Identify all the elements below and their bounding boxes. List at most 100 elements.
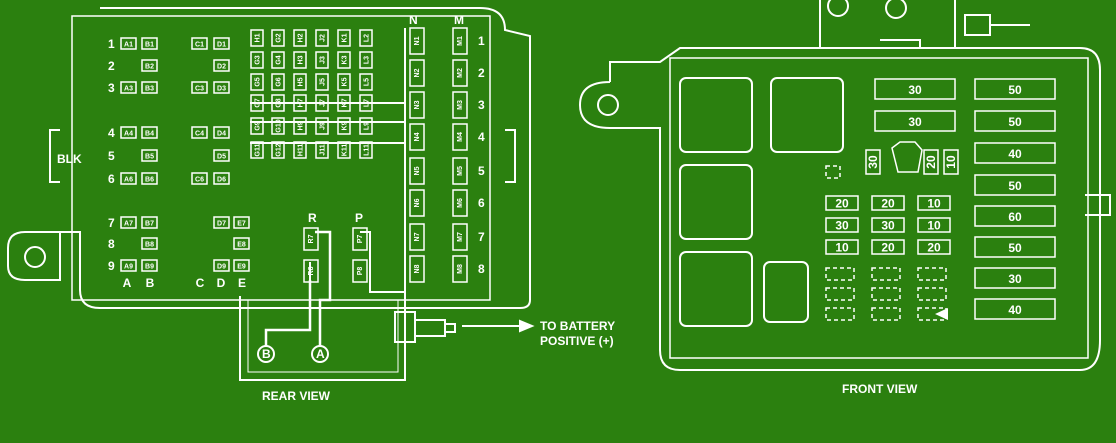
relay-block-3 xyxy=(679,164,753,240)
grid-fuse-g7 xyxy=(250,94,264,112)
m-fuse-m5 xyxy=(452,157,468,185)
mini-fuse-r0c0 xyxy=(825,195,859,211)
maxi-fuse-value: 50 xyxy=(1008,83,1022,97)
mini-fuse-r2c1 xyxy=(871,239,905,255)
grid-fuse-label: K1 xyxy=(342,33,349,42)
m-fuse-label: M5 xyxy=(457,166,464,176)
fuse-cell-label: D5 xyxy=(217,154,226,161)
fuse-cell-c1 xyxy=(191,37,208,50)
fuse-cell-b6 xyxy=(141,172,158,185)
grid-fuse-g9 xyxy=(250,117,264,135)
fuse-cell-label: D7 xyxy=(217,221,226,228)
mini-fuse-r0c1 xyxy=(871,195,905,211)
fuse-cell-label: D9 xyxy=(217,264,226,271)
grid-fuse-h2 xyxy=(293,29,307,47)
mini-fuse-r2c0 xyxy=(825,239,859,255)
grid-fuse-label: H3 xyxy=(298,55,305,64)
front-stud-1 xyxy=(827,0,849,17)
grid-fuse-label: J3 xyxy=(320,56,327,64)
empty-slot-r0c2 xyxy=(917,267,947,281)
grid-fuse-label: G2 xyxy=(276,33,283,42)
fuse-cell-d9 xyxy=(213,259,230,272)
grid-fuse-label: G10 xyxy=(276,119,283,132)
maxi-fuse-6 xyxy=(974,236,1056,258)
m-fuse-label: M1 xyxy=(457,36,464,46)
maxi-fuse-value: 30 xyxy=(1008,272,1022,286)
grid-fuse-l9 xyxy=(359,117,373,135)
maxi-fuse-8 xyxy=(974,298,1056,320)
mini-fuse-value: 30 xyxy=(835,219,849,233)
fuse-cell-label: B2 xyxy=(145,64,154,71)
maxi-fuse-value: 60 xyxy=(1008,210,1022,224)
grid-fuse-label: L3 xyxy=(364,56,371,64)
fuse-cell-label: E9 xyxy=(237,264,246,271)
top-fuse-2 xyxy=(874,110,956,132)
battery-label-line1: TO BATTERY xyxy=(540,319,615,333)
row-number: 4 xyxy=(108,126,115,140)
n-fuse-n5 xyxy=(409,157,425,185)
fuse-cell-label: A6 xyxy=(124,177,133,184)
fuse-cell-label: D4 xyxy=(217,131,226,138)
grid-fuse-k3 xyxy=(337,51,351,69)
grid-fuse-label: L11 xyxy=(364,144,371,156)
grid-fuse-label: J7 xyxy=(320,99,327,107)
fuse-cell-label: B8 xyxy=(145,242,154,249)
right-row-number: 3 xyxy=(478,98,485,112)
n-fuse-label: N5 xyxy=(414,166,421,175)
m-fuse-label: M2 xyxy=(457,68,464,78)
fuse-cell-label: C1 xyxy=(195,42,204,49)
grid-fuse-g5 xyxy=(250,73,264,91)
mini-fuse-value: 10 xyxy=(835,241,849,255)
fuse-cell-c6 xyxy=(191,172,208,185)
n-fuse-label: N4 xyxy=(414,132,421,141)
stud-a-label: A xyxy=(316,347,325,361)
fuse-cell-b3 xyxy=(141,81,158,94)
fuse-cell-a3 xyxy=(120,81,137,94)
fuse-cell-d7 xyxy=(213,216,230,229)
fuse-cell-label: A1 xyxy=(124,42,133,49)
top-fuse-1 xyxy=(874,78,956,100)
fuse-cell-label: B4 xyxy=(145,131,154,138)
p-fuse-p7 xyxy=(352,227,368,251)
fuse-cell-label: D3 xyxy=(217,86,226,93)
n-fuse-n7 xyxy=(409,223,425,251)
fuse-cell-label: E8 xyxy=(237,242,246,249)
bottom-column-label: D xyxy=(217,276,226,290)
maxi-fuse-value: 50 xyxy=(1008,115,1022,129)
grid-fuse-g10 xyxy=(271,117,285,135)
m-fuse-m6 xyxy=(452,189,468,217)
mount-hole-left xyxy=(24,246,46,268)
grid-fuse-label: G9 xyxy=(255,121,262,130)
maxi-fuse-value: 50 xyxy=(1008,241,1022,255)
fuse-cell-label: A9 xyxy=(124,264,133,271)
grid-fuse-j2 xyxy=(315,29,329,47)
stud-b-label: B xyxy=(262,347,271,361)
grid-fuse-l2 xyxy=(359,29,373,47)
top-fuse-value: 30 xyxy=(908,83,922,97)
bottom-column-label: E xyxy=(238,276,246,290)
grid-fuse-k5 xyxy=(337,73,351,91)
front-stud-2 xyxy=(885,0,907,19)
mount-hole-right xyxy=(597,94,619,116)
fuse-cell-label: B7 xyxy=(145,221,154,228)
m-fuse-label: M3 xyxy=(457,100,464,110)
fuse-cell-b4 xyxy=(141,126,158,139)
grid-fuse-label: K9 xyxy=(342,121,349,130)
grid-fuse-label: H2 xyxy=(298,33,305,42)
row-number: 2 xyxy=(108,59,115,73)
fuse-cell-label: A3 xyxy=(124,86,133,93)
fuse-cell-label: B9 xyxy=(145,264,154,271)
grid-fuse-g4 xyxy=(271,51,285,69)
fuse-cell-label: B3 xyxy=(145,86,154,93)
grid-fuse-h5 xyxy=(293,73,307,91)
empty-slot-r1c2 xyxy=(917,287,947,301)
fuse-cell-b1 xyxy=(141,37,158,50)
maxi-fuse-value: 40 xyxy=(1008,147,1022,161)
row-number: 1 xyxy=(108,37,115,51)
grid-fuse-h7 xyxy=(293,94,307,112)
m-fuse-m4 xyxy=(452,123,468,151)
m-fuse-m1 xyxy=(452,27,468,55)
blk-label: BLK xyxy=(57,152,82,166)
mini-fuse-value: 30 xyxy=(881,219,895,233)
empty-slot xyxy=(825,165,841,179)
